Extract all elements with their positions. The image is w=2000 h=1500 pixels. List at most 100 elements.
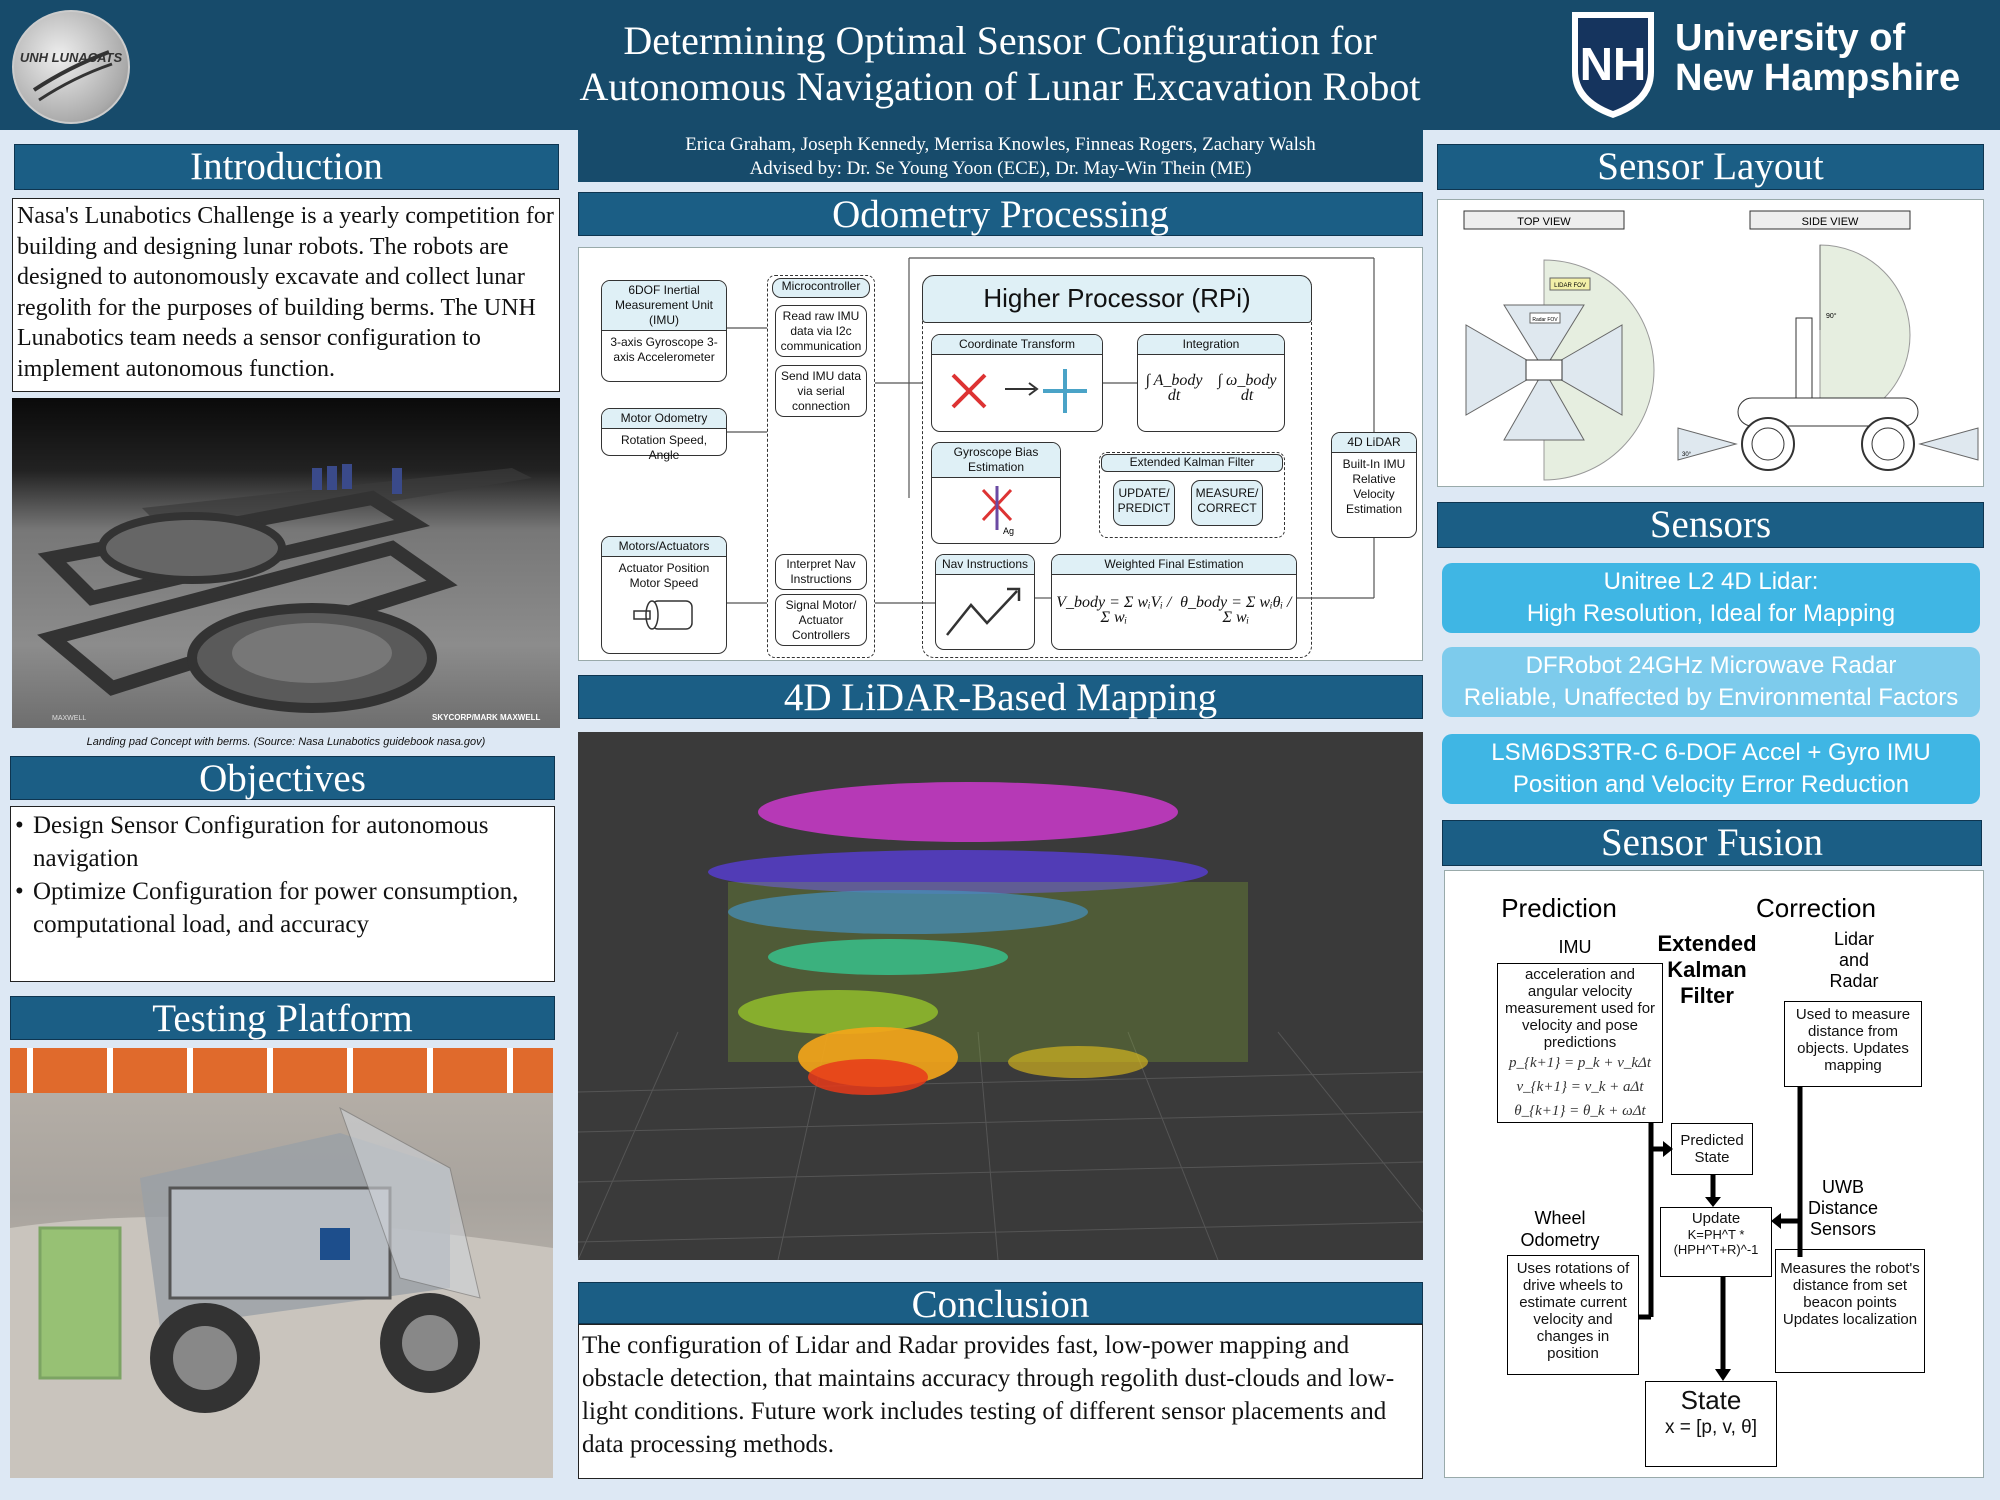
landing-pad-image: MAXWELL SKYCORP/MARK MAXWELL <box>12 398 560 728</box>
correction-label: Correction <box>1756 893 1876 923</box>
header-bar <box>0 0 2000 130</box>
update-predict-box: UPDATE/ PREDICT <box>1113 480 1175 526</box>
sensor-description: Reliable, Unaffected by Environmental Fa… <box>1463 684 1959 711</box>
side-view-label: SIDE VIEW <box>1802 216 1859 228</box>
update-box: Update K=PH^T *(HPH^T+R)^-1 <box>1660 1207 1772 1277</box>
authors-box: Erica Graham, Joseph Kennedy, Merrisa Kn… <box>578 130 1423 182</box>
objectives-heading: Objectives <box>10 756 555 800</box>
sensor-name: LSM6DS3TR-C 6-DOF Accel + Gyro IMU <box>1491 739 1931 766</box>
sensor-description: Position and Velocity Error Reduction <box>1512 771 1910 798</box>
wheel-odometry-box: Uses rotations of drive wheels to estima… <box>1507 1255 1639 1375</box>
objectives-list: •Design Sensor Configuration for autonom… <box>10 806 555 982</box>
objective-item: •Optimize Configuration for power consum… <box>15 878 519 938</box>
conclusion-text: The configuration of Lidar and Radar pro… <box>578 1324 1423 1479</box>
introduction-heading: Introduction <box>14 144 559 190</box>
fusion-arrows <box>1639 1087 1803 1381</box>
nav-instructions-head: Nav Instructions <box>936 555 1034 575</box>
top-view-label: TOP VIEW <box>1517 216 1571 228</box>
title-line-1: Determining Optimal Sensor Configuration… <box>623 18 1377 63</box>
integration-equation-gyro: ∫ ω_body dt <box>1217 372 1277 404</box>
state-vector: x = [p, v, θ] <box>1664 1417 1758 1438</box>
update-label: Update <box>1691 1210 1741 1227</box>
kalman-gain-equation: K=PH^T *(HPH^T+R)^-1 <box>1673 1227 1759 1257</box>
coordinate-transform-head: Coordinate Transform <box>932 335 1102 355</box>
state-label: State <box>1680 1385 1742 1415</box>
introduction-text: Nasa's Lunabotics Challenge is a yearly … <box>12 198 560 392</box>
velocity-equation: v_{k+1} = v_k + aΔt <box>1516 1079 1644 1095</box>
angle-90-label: 90° <box>1826 312 1837 320</box>
image-credit-right: SKYCORP/MARK MAXWELL <box>432 713 541 722</box>
lidar-box-head: 4D LiDAR <box>1332 433 1416 453</box>
gyro-bias-box: Gyroscope Bias Estimation Ag <box>931 442 1061 544</box>
lidar-radar-label: Lidar and Radar <box>1829 929 1879 991</box>
ekf-title: Extended Kalman Filter <box>1657 931 1757 1008</box>
motors-actuators-body: Actuator Position Motor Speed <box>618 561 710 590</box>
objective-text: Optimize Configuration for power consump… <box>33 878 519 938</box>
prediction-label: Prediction <box>1501 893 1617 923</box>
sensor-lidar-card: Unitree L2 4D Lidar: High Resolution, Id… <box>1442 563 1980 633</box>
coordinate-transform-box: Coordinate Transform <box>931 334 1103 432</box>
ekf-head: Extended Kalman Filter <box>1101 454 1283 472</box>
weighted-estimation-head: Weighted Final Estimation <box>1052 555 1296 575</box>
conclusion-heading: Conclusion <box>578 1282 1423 1326</box>
micro-read-imu: Read raw IMU data via I2c communication <box>775 305 867 357</box>
odometry-connectors <box>727 257 1375 604</box>
integration-equation-accel: ∫ A_body dt <box>1145 372 1203 404</box>
motor-odometry-box: Motor Odometry Rotation Speed, Angle <box>601 408 727 462</box>
uwb-label: UWB Distance Sensors <box>1807 1177 1879 1239</box>
lidar-box: 4D LiDAR Built-In IMU Relative Velocity … <box>1331 432 1417 538</box>
title-line-2: Autonomous Navigation of Lunar Excavatio… <box>579 64 1421 109</box>
sensors-heading: Sensors <box>1437 502 1984 548</box>
objective-text: Design Sensor Configuration for autonomo… <box>33 812 489 872</box>
robot-photo <box>10 1048 553 1478</box>
sensor-fusion-diagram: Prediction Correction Extended Kalman Fi… <box>1444 870 1984 1478</box>
mapping-heading: 4D LiDAR-Based Mapping <box>578 675 1423 719</box>
imu-label: IMU <box>1558 937 1592 957</box>
rpi-title: Higher Processor (RPi) <box>922 275 1312 323</box>
microcontroller-group <box>767 275 875 658</box>
motor-icon <box>633 600 693 630</box>
velocity-equation: V_body = Σ wᵢVᵢ / Σ wᵢ <box>1056 594 1172 626</box>
micro-interpret-nav: Interpret Nav Instructions <box>775 554 867 590</box>
heading-equation: θ_{k+1} = θ_k + ωΔt <box>1514 1103 1646 1119</box>
micro-send-imu: Send IMU data via serial connection <box>775 365 867 417</box>
heading-equation: θ_body = Σ wᵢθᵢ / Σ wᵢ <box>1180 594 1292 626</box>
odometry-diagram: 6DOF Inertial Measurement Unit (IMU) 3-a… <box>578 247 1423 661</box>
weighted-estimation-box: Weighted Final Estimation V_body = Σ wᵢV… <box>1051 554 1297 650</box>
micro-signal-motor: Signal Motor/ Actuator Controllers <box>775 594 867 646</box>
university-line-1: University of <box>1675 17 1906 59</box>
motors-actuators-box: Motors/Actuators Actuator Position Motor… <box>601 536 727 654</box>
image-caption: Landing pad Concept with berms. (Source:… <box>86 736 486 748</box>
state-box: State x = [p, v, θ] <box>1645 1381 1777 1467</box>
authors: Erica Graham, Joseph Kennedy, Merrisa Kn… <box>685 134 1316 155</box>
motor-odometry-head: Motor Odometry <box>602 409 726 429</box>
lidar-radar-box: Used to measure distance from objects. U… <box>1784 1001 1922 1087</box>
gyro-bias-head: Gyroscope Bias Estimation <box>932 443 1060 478</box>
imu-prediction-box: acceleration and angular velocity measur… <box>1497 963 1663 1123</box>
advisors: Advised by: Dr. Se Young Yoon (ECE), Dr.… <box>749 158 1252 179</box>
imu-description: acceleration and angular velocity measur… <box>1504 966 1656 1051</box>
lunacats-logo: UNH LUNACATS <box>12 10 130 124</box>
nav-instructions-box: Nav Instructions <box>935 554 1035 650</box>
sensor-description: High Resolution, Ideal for Mapping <box>1526 600 1896 627</box>
sensor-imu-card: LSM6DS3TR-C 6-DOF Accel + Gyro IMU Posit… <box>1442 734 1980 804</box>
ekf-group <box>1099 452 1285 538</box>
nav-path-icon <box>946 587 1021 636</box>
motors-actuators-head: Motors/Actuators <box>602 537 726 557</box>
image-credit-left: MAXWELL <box>52 715 86 722</box>
objective-item: •Design Sensor Configuration for autonom… <box>15 812 489 872</box>
integration-head: Integration <box>1138 335 1284 355</box>
lidar-point-cloud <box>578 732 1423 1260</box>
unh-shield-icon: NH <box>1568 8 1658 120</box>
transform-arrows-icon <box>951 369 1087 413</box>
university-name: University of New Hampshire <box>1675 18 1960 98</box>
poster-title: Determining Optimal Sensor Configuration… <box>520 18 1480 110</box>
odometry-heading: Odometry Processing <box>578 192 1423 236</box>
lidar-box-body: Built-In IMU Relative Velocity Estimatio… <box>1342 457 1406 516</box>
radar-fov-label: Radar FOV <box>1532 317 1558 323</box>
gyro-label: Ag <box>1003 526 1014 536</box>
imu-box: 6DOF Inertial Measurement Unit (IMU) 3-a… <box>601 280 727 382</box>
svg-text:NH: NH <box>1580 38 1646 90</box>
sensor-fusion-heading: Sensor Fusion <box>1442 820 1982 866</box>
sensor-name: DFRobot 24GHz Microwave Radar <box>1525 652 1897 679</box>
